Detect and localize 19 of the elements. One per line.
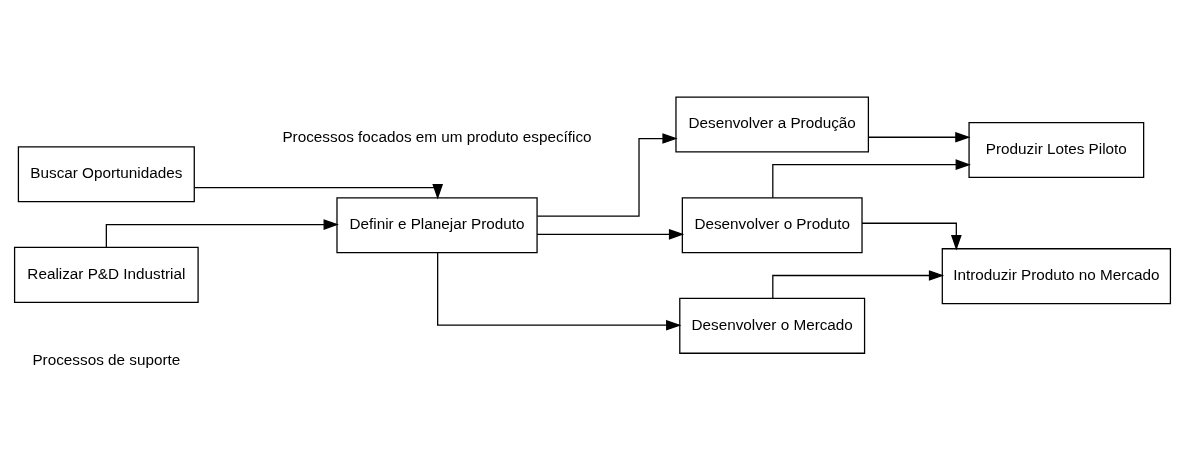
node-box: Desenvolver a Produção [675, 96, 870, 153]
arrow [536, 228, 685, 240]
arrow [437, 252, 682, 331]
arrow [772, 159, 971, 199]
arrow [861, 222, 962, 251]
node-box: Realizar P&D Industrial [13, 246, 199, 303]
arrow [868, 131, 971, 143]
node-box: Buscar Oportunidades [17, 146, 195, 203]
node-box: Introduzir Produto no Mercado [941, 248, 1172, 305]
node-box: Definir e Planejar Produto [336, 197, 538, 254]
label: Processos de suporte [32, 351, 181, 369]
label: Processos focados em um produto específico [282, 128, 592, 146]
arrow [194, 184, 444, 200]
node-box: Desenvolver o Produto [681, 197, 863, 254]
arrow [536, 133, 678, 217]
node-box: Desenvolver o Mercado [679, 297, 866, 354]
node-box: Produzir Lotes Piloto [968, 121, 1145, 178]
arrow [772, 270, 945, 299]
arrow [105, 219, 339, 248]
